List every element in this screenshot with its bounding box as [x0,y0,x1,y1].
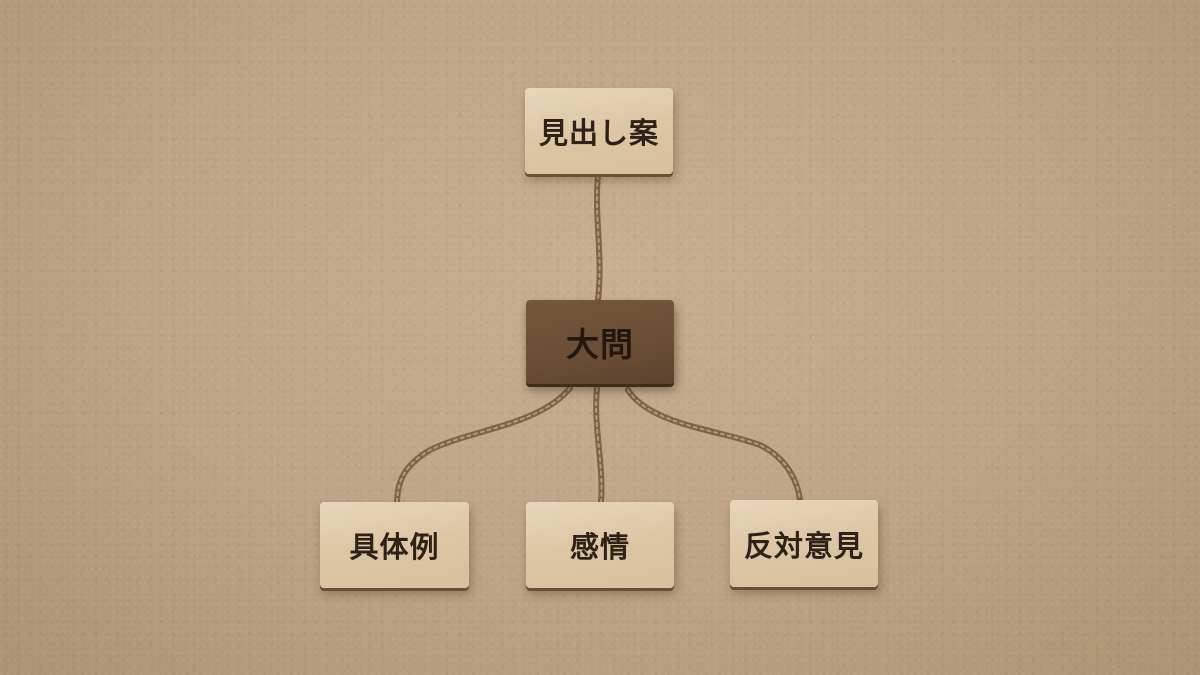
bottom-block-left: 具体例 [320,502,469,588]
top-block: 見出し案 [525,88,673,174]
rope-center-to-left [394,385,573,505]
bottom-block-middle-label: 感情 [569,530,630,564]
bottom-block-right: 反対意見 [730,500,878,587]
center-block: 大問 [526,300,674,384]
bottom-block-middle: 感情 [526,502,674,588]
rope-center-to-right [625,387,803,503]
bottom-block-right-label: 反対意見 [743,528,864,563]
top-block-label: 見出し案 [538,116,659,150]
center-block-label: 大問 [566,325,634,364]
bottom-block-left-label: 具体例 [349,530,440,564]
